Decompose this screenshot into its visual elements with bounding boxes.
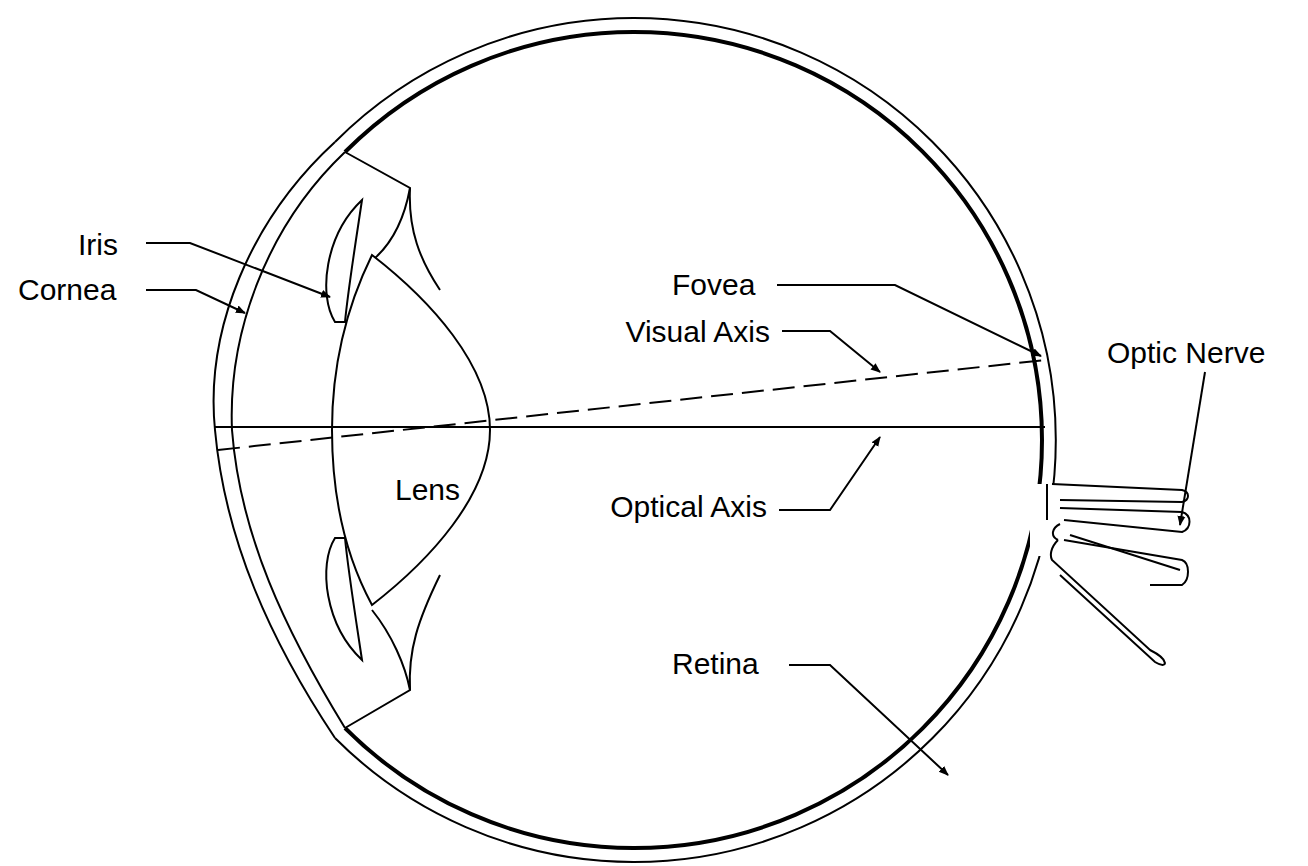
leader-line (777, 285, 1041, 356)
part-label: Iris (78, 228, 118, 263)
leader-line (782, 331, 880, 372)
visual-axis-line (218, 360, 1045, 450)
optic-nerve-fiber (1070, 535, 1180, 570)
part-label: Retina (672, 647, 759, 682)
ciliary-line (410, 188, 440, 290)
leader-line (789, 665, 948, 775)
leader-line (779, 437, 880, 510)
part-label: Visual Axis (625, 315, 770, 350)
part-label: Cornea (18, 273, 116, 308)
part-label: Optical Axis (610, 490, 767, 525)
part-label: Optic Nerve (1107, 336, 1265, 371)
optical-axis-line (215, 426, 1045, 428)
leader-line (146, 290, 245, 313)
part-label: Fovea (672, 268, 755, 303)
leader-line (1180, 372, 1205, 525)
cornea-inner (232, 152, 345, 728)
leader-line (146, 243, 330, 297)
ciliary-line (410, 575, 440, 690)
optic-nerve (1047, 484, 1190, 665)
part-label: Lens (395, 473, 460, 508)
